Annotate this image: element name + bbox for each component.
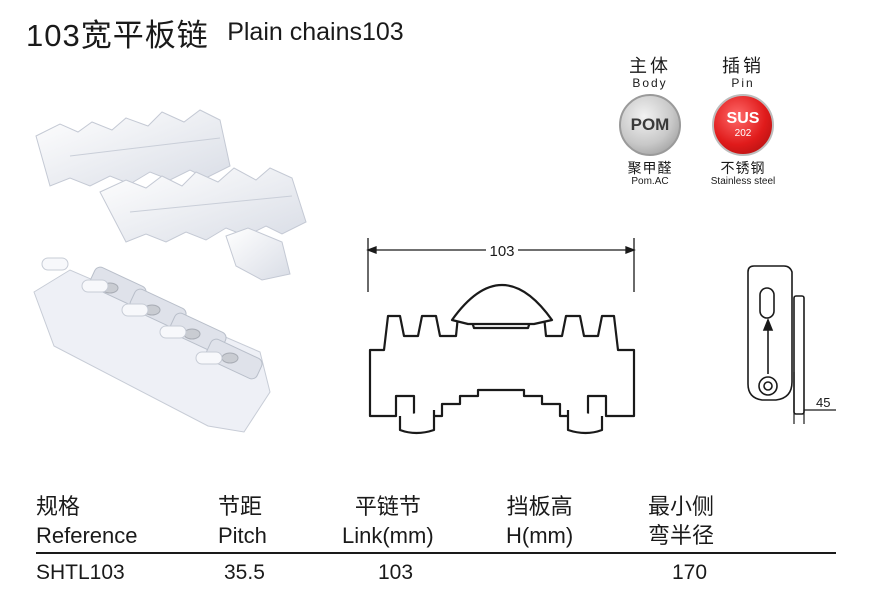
width-dimension-label: 103 (489, 243, 514, 260)
table-divider (36, 552, 836, 554)
chain-top-photo (35, 109, 307, 281)
side-dimension-label: 45 (816, 395, 830, 410)
spec-table-header: 规格 Reference 节距 Pitch 平链节 Link(mm) 挡板高 H… (36, 492, 836, 550)
cell-reference: SHTL103 (36, 561, 125, 584)
sus-badge-icon: SUS 202 (712, 94, 774, 156)
title-chinese: 103宽平板链 (26, 18, 209, 53)
material-pin: 插销 Pin SUS 202 不锈钢 Stainless steel (693, 56, 793, 188)
cell-min-radius: 170 (672, 561, 708, 584)
page-title: 103宽平板链 Plain chains103 (26, 10, 404, 55)
pom-badge-text: POM (630, 115, 670, 134)
chain-bottom-photo (33, 257, 271, 433)
sus-badge-text: SUS (726, 110, 760, 127)
spec-table: 规格 Reference 节距 Pitch 平链节 Link(mm) 挡板高 H… (36, 492, 836, 584)
pom-badge-icon: POM (619, 94, 681, 156)
material-body-label-cn: 主体 (629, 56, 671, 76)
material-pin-name-cn: 不锈钢 (720, 160, 766, 176)
material-body: 主体 Body POM 聚甲醛 Pom.AC (605, 56, 695, 188)
material-body-name-en: Pom.AC (631, 176, 669, 187)
material-pin-name-en: Stainless steel (710, 176, 776, 187)
header-pitch: 节距 Pitch (218, 494, 267, 548)
table-row: SHTL103 35.5 103 170 (36, 560, 836, 586)
material-body-name-cn: 聚甲醛 (627, 160, 673, 176)
sus-badge-grade: 202 (734, 128, 752, 139)
title-english: Plain chains103 (227, 18, 404, 46)
header-link: 平链节 Link(mm) (342, 494, 434, 548)
header-height: 挡板高 H(mm) (506, 494, 574, 548)
header-min-radius: 最小侧 弯半径 (648, 494, 715, 548)
side-profile-drawing: 45 (747, 265, 836, 424)
cell-pitch: 35.5 (224, 561, 265, 584)
front-profile-drawing: 103 (366, 238, 636, 435)
material-pin-label-en: Pin (731, 76, 755, 90)
material-pin-label-cn: 插销 (722, 56, 764, 76)
cell-link: 103 (378, 561, 414, 584)
material-body-label-en: Body (632, 76, 668, 90)
header-reference: 规格 Reference (36, 494, 138, 548)
